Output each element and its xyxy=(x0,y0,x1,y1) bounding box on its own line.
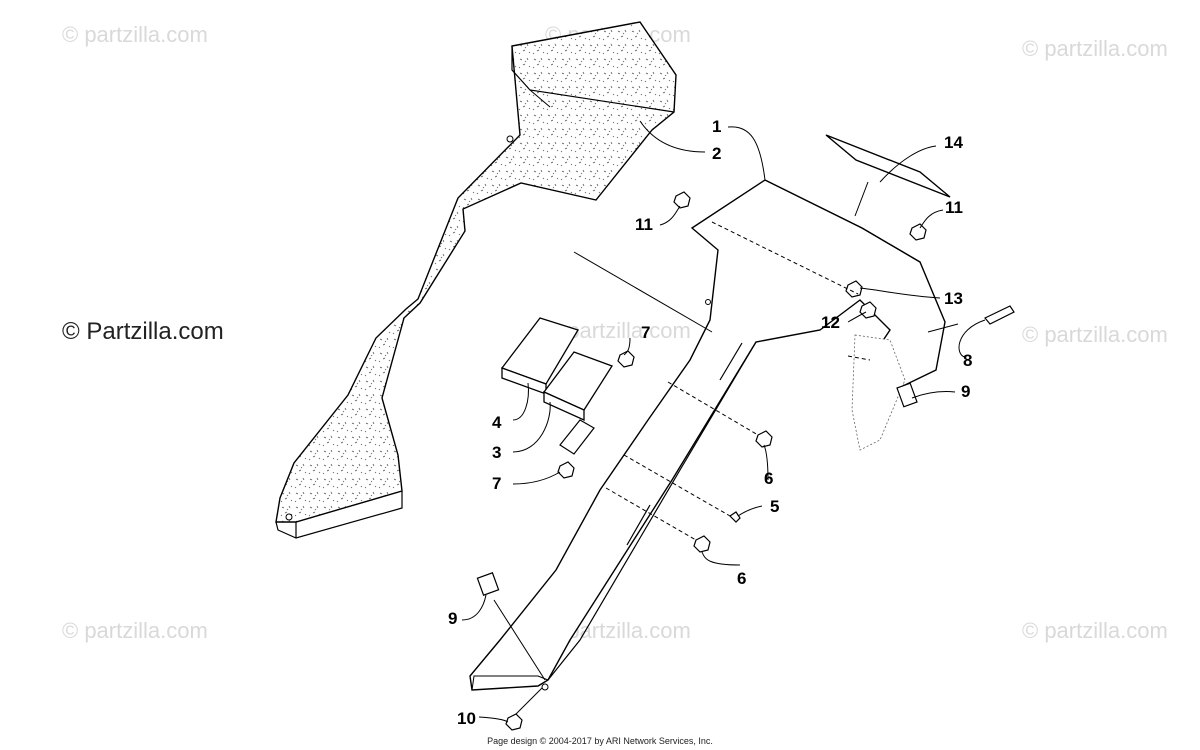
leader-lines xyxy=(461,120,986,723)
nut-part-7a xyxy=(617,350,635,368)
nut-part-11b xyxy=(909,223,927,241)
bolt-part-6a xyxy=(755,430,773,448)
side-plate xyxy=(851,334,906,451)
watermark: © partzilla.com xyxy=(1022,36,1168,61)
callout-3: 3 xyxy=(492,443,502,462)
shield-part-1 xyxy=(469,179,946,691)
nut-part-11a xyxy=(673,191,691,209)
callout-2: 2 xyxy=(712,144,722,163)
callout-7: 7 xyxy=(641,323,651,342)
bracket-part-3 xyxy=(542,351,613,455)
nut-part-7b xyxy=(557,461,575,479)
bolt-part-6b xyxy=(693,535,711,553)
callout-4: 4 xyxy=(492,413,502,432)
watermark: © partzilla.com xyxy=(1022,618,1168,643)
foam-pad-part-2 xyxy=(275,21,677,539)
callout-12: 12 xyxy=(821,313,840,332)
decal-part-14 xyxy=(825,134,951,198)
callout-1: 1 xyxy=(712,117,722,136)
callout-8: 8 xyxy=(963,351,973,370)
callout-13: 13 xyxy=(944,289,963,308)
callout-6: 6 xyxy=(737,569,747,588)
callout-11: 11 xyxy=(945,198,963,217)
fasteners xyxy=(476,191,1015,731)
clip-part-9a xyxy=(896,382,918,408)
rivet-part-5 xyxy=(729,511,741,523)
bolt-part-10 xyxy=(505,713,523,731)
screw-part-13 xyxy=(845,280,863,298)
callout-11: 11 xyxy=(635,215,653,234)
assembly-lines xyxy=(605,221,871,541)
nut-part-12 xyxy=(859,301,877,319)
callout-10: 10 xyxy=(457,709,476,728)
watermark: © partzilla.com xyxy=(62,22,208,47)
watermark-main: © Partzilla.com xyxy=(62,318,224,345)
callout-7: 7 xyxy=(492,474,502,493)
bracket-part-4 xyxy=(500,317,579,395)
watermark: © partzilla.com xyxy=(62,618,208,643)
callout-9: 9 xyxy=(448,609,458,628)
bolt-part-8 xyxy=(984,305,1015,325)
callout-9: 9 xyxy=(961,382,971,401)
footer-copyright: Page design © 2004-2017 by ARI Network S… xyxy=(487,736,713,746)
callout-5: 5 xyxy=(770,497,780,516)
callout-14: 14 xyxy=(944,133,963,152)
clip-part-9b xyxy=(476,572,500,596)
watermark: © partzilla.com xyxy=(1022,322,1168,347)
callout-6: 6 xyxy=(764,469,774,488)
